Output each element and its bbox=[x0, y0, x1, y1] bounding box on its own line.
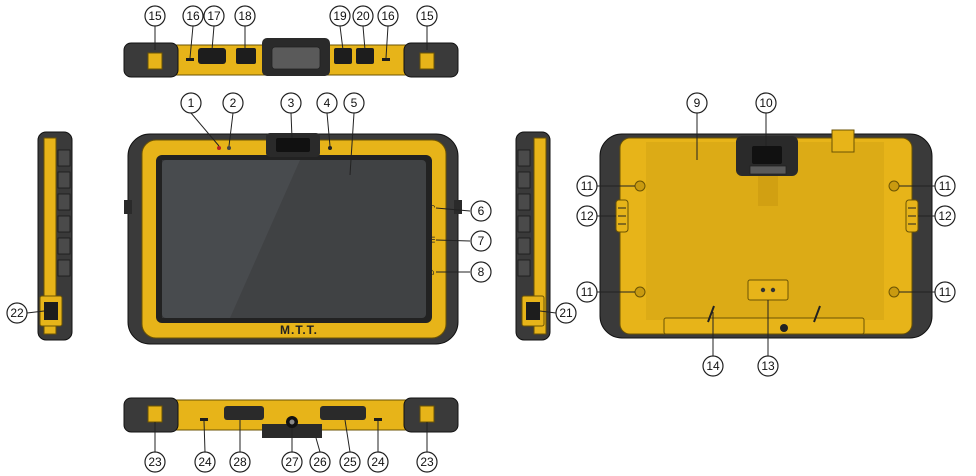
callout-label: 11 bbox=[581, 179, 594, 193]
callout-9: 9 bbox=[687, 93, 707, 113]
top-edge-view bbox=[124, 38, 458, 77]
callout-17: 17 bbox=[204, 6, 224, 26]
callout-label: 7 bbox=[478, 234, 485, 248]
callout-label: 14 bbox=[706, 359, 720, 373]
callout-16-top-right: 16 bbox=[378, 6, 398, 26]
callout-12-left: 12 bbox=[577, 206, 597, 226]
right-side-view bbox=[516, 132, 550, 340]
callout-19: 19 bbox=[330, 6, 350, 26]
callout-label: 23 bbox=[420, 455, 434, 469]
callout-24-bottom-left: 24 bbox=[195, 452, 215, 472]
callout-label: 8 bbox=[478, 265, 485, 279]
left-side-view bbox=[38, 132, 72, 340]
callout-label: 12 bbox=[580, 209, 594, 223]
callout-label: 4 bbox=[324, 96, 331, 110]
callout-12-right: 12 bbox=[935, 206, 955, 226]
callout-7: 7 bbox=[471, 231, 491, 251]
callout-label: 19 bbox=[333, 9, 347, 23]
menu-key-icon: ☰ bbox=[428, 236, 435, 245]
callout-15-top-right: 15 bbox=[417, 6, 437, 26]
bottom-edge-view bbox=[124, 398, 458, 438]
callout-4: 4 bbox=[317, 93, 337, 113]
callout-3: 3 bbox=[281, 93, 301, 113]
callout-label: 22 bbox=[10, 306, 24, 320]
callout-5: 5 bbox=[344, 93, 364, 113]
back-view bbox=[600, 130, 932, 338]
callout-6: 6 bbox=[471, 201, 491, 221]
callout-22: 22 bbox=[7, 303, 27, 323]
callout-11-bottom-left: 11 bbox=[577, 282, 597, 302]
callout-label: 1 bbox=[188, 96, 195, 110]
callout-label: 2 bbox=[230, 96, 237, 110]
callout-11-bottom-right: 11 bbox=[935, 282, 955, 302]
callout-label: 10 bbox=[759, 96, 773, 110]
callout-label: 28 bbox=[233, 455, 247, 469]
callout-11-top-right: 11 bbox=[935, 176, 955, 196]
callout-label: 11 bbox=[939, 285, 952, 299]
callout-label: 16 bbox=[186, 9, 200, 23]
callout-label: 25 bbox=[343, 455, 357, 469]
callout-10: 10 bbox=[756, 93, 776, 113]
callout-24-bottom-right: 24 bbox=[368, 452, 388, 472]
callout-label: 24 bbox=[371, 455, 385, 469]
callout-13: 13 bbox=[758, 356, 778, 376]
callout-label: 20 bbox=[356, 9, 370, 23]
callout-label: 23 bbox=[148, 455, 162, 469]
callout-label: 15 bbox=[420, 9, 434, 23]
callout-label: 6 bbox=[478, 204, 485, 218]
callout-11-top-left: 11 bbox=[577, 176, 597, 196]
callout-label: 21 bbox=[559, 306, 573, 320]
front-view: M.T.T. ↶ ☰ ⌂ bbox=[124, 133, 462, 344]
brand-label: M.T.T. bbox=[280, 323, 318, 337]
callout-26: 26 bbox=[310, 452, 330, 472]
back-key-icon: ↶ bbox=[428, 204, 436, 213]
callout-label: 5 bbox=[351, 96, 358, 110]
callout-label: 3 bbox=[288, 96, 295, 110]
callout-25: 25 bbox=[340, 452, 360, 472]
callout-label: 11 bbox=[581, 285, 594, 299]
callout-14: 14 bbox=[703, 356, 723, 376]
callout-28: 28 bbox=[230, 452, 250, 472]
callout-1: 1 bbox=[181, 93, 201, 113]
callout-label: 13 bbox=[761, 359, 775, 373]
callout-label: 11 bbox=[939, 179, 952, 193]
callout-label: 12 bbox=[938, 209, 952, 223]
callout-23-bottom-left: 23 bbox=[145, 452, 165, 472]
callout-label: 27 bbox=[285, 455, 299, 469]
callout-15-top-left: 15 bbox=[145, 6, 165, 26]
callout-label: 17 bbox=[207, 9, 221, 23]
callout-label: 16 bbox=[381, 9, 395, 23]
callout-8: 8 bbox=[471, 262, 491, 282]
home-key-icon: ⌂ bbox=[429, 268, 434, 277]
callout-2: 2 bbox=[223, 93, 243, 113]
callout-27: 27 bbox=[282, 452, 302, 472]
callout-label: 26 bbox=[313, 455, 327, 469]
callout-label: 24 bbox=[198, 455, 212, 469]
callout-label: 15 bbox=[148, 9, 162, 23]
callout-21: 21 bbox=[556, 303, 576, 323]
callout-20: 20 bbox=[353, 6, 373, 26]
callout-16-top-left: 16 bbox=[183, 6, 203, 26]
callout-23-bottom-right: 23 bbox=[417, 452, 437, 472]
callout-18: 18 bbox=[235, 6, 255, 26]
callout-label: 18 bbox=[238, 9, 252, 23]
callout-label: 9 bbox=[694, 96, 701, 110]
